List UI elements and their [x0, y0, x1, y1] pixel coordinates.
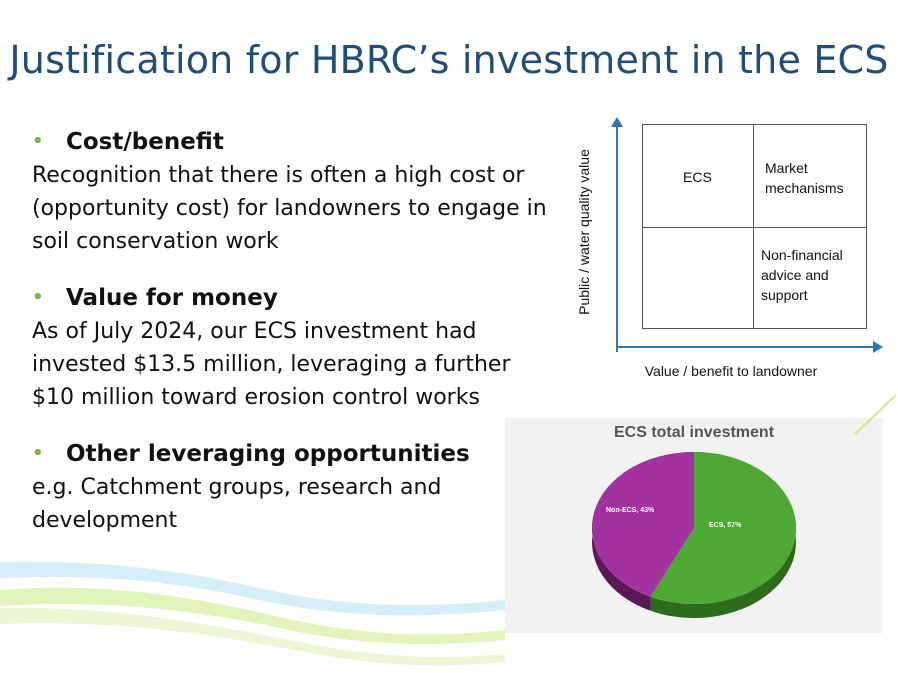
bullet-value-for-money: • Value for money As of July 2024, our E… — [32, 282, 552, 414]
other-leveraging-heading: Other leveraging opportunities — [66, 441, 470, 467]
other-leveraging-body: e.g. Catchment groups, research and deve… — [32, 475, 442, 533]
decorative-swoosh — [0, 561, 505, 666]
pie-slice-ecs — [650, 452, 796, 604]
slide-title: Justification for HBRC’s investment in t… — [9, 38, 889, 82]
ecs-investment-chart-card: ECS total investment Non-ECS, 43% ECS, 5… — [505, 418, 883, 633]
ecs-investment-pie-chart — [592, 452, 796, 618]
cost-benefit-heading: Cost/benefit — [66, 129, 224, 155]
quadrant-grid: ECS Market mechanisms Non-financial advi… — [642, 124, 867, 329]
slide-content: • Cost/benefit Recognition that there is… — [32, 126, 552, 561]
pie-label-nonecs: Non-ECS, 43% — [606, 507, 655, 514]
y-axis-arrow-icon — [611, 117, 623, 127]
quadrant-ecs-label: ECS — [683, 169, 712, 185]
bullet-marker-icon: • — [32, 131, 44, 152]
pie-slices-group — [592, 452, 796, 604]
value-matrix-diagram: Public / water quality value Value / ben… — [568, 112, 888, 382]
bullet-heading: • Cost/benefit — [32, 126, 552, 158]
pie-depth-ecs — [650, 452, 796, 618]
quadrant-market-label: Market mechanisms — [765, 160, 844, 196]
pie-title: ECS total investment — [613, 424, 775, 441]
x-axis-label: Value / benefit to landowner — [644, 363, 818, 379]
value-for-money-body: As of July 2024, our ECS investment had … — [32, 319, 511, 410]
x-axis-arrow-icon — [873, 341, 883, 353]
pie-slice-non-ecs — [592, 452, 694, 597]
pie-label-ecs: ECS, 57% — [709, 522, 742, 529]
decorative-accent-line — [854, 394, 897, 435]
bullet-marker-icon: • — [32, 287, 44, 308]
bullet-heading: • Other leveraging opportunities — [32, 438, 552, 470]
bullet-cost-benefit: • Cost/benefit Recognition that there is… — [32, 126, 552, 258]
x-axis-line — [616, 346, 878, 348]
quadrant-divider-horizontal — [643, 227, 866, 228]
cost-benefit-body: Recognition that there is often a high c… — [32, 163, 547, 254]
bullet-other-leveraging: • Other leveraging opportunities e.g. Ca… — [32, 438, 552, 537]
bullet-marker-icon: • — [32, 443, 44, 464]
y-axis-label: Public / water quality value — [576, 149, 592, 315]
value-for-money-heading: Value for money — [66, 285, 278, 311]
quadrant-nonfinancial-label: Non-financial advice and support — [761, 247, 843, 303]
y-axis-line — [616, 122, 618, 352]
quadrant-divider-vertical — [753, 125, 754, 328]
bullet-heading: • Value for money — [32, 282, 552, 314]
